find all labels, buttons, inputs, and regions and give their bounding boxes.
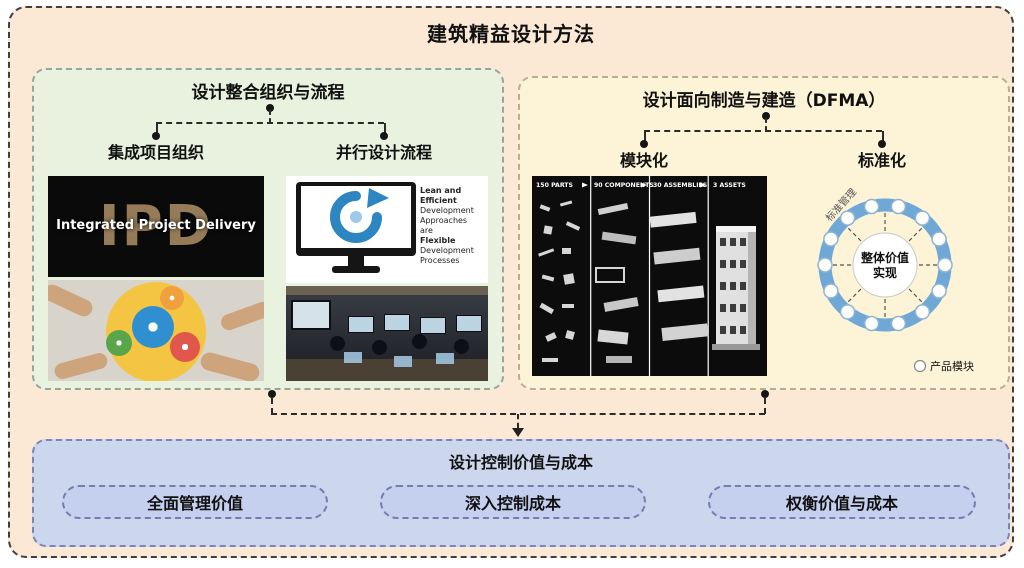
connector-line [384, 123, 386, 134]
photo-detail [384, 314, 410, 331]
left-panel-title: 设计整合组织与流程 [191, 83, 345, 103]
photo-detail [412, 334, 427, 349]
caption-line: Development [420, 246, 474, 255]
connector-line [764, 398, 766, 414]
photo-detail [286, 359, 488, 381]
caption-line: Processes [420, 256, 460, 265]
lean-caption: Lean and Efficient Development Approache… [420, 186, 486, 266]
label-concurrent-design-process: 并行设计流程 [335, 143, 432, 162]
label-modularization: 模块化 [619, 151, 668, 170]
connector-line [271, 398, 273, 414]
connector-dot [761, 390, 769, 398]
connector-line [269, 110, 271, 123]
photo-detail [372, 340, 387, 355]
monitor-screen [301, 186, 411, 248]
pill-manage-value: 全面管理价值 [62, 485, 328, 519]
connector-line [156, 123, 158, 134]
photo-detail [454, 339, 469, 354]
product-module-dots [817, 198, 953, 332]
photo-detail [286, 286, 488, 295]
components-shapes [595, 202, 639, 363]
arrow-down-icon [512, 428, 524, 437]
photo-detail [348, 316, 374, 333]
arrow-right-icon [582, 182, 706, 188]
right-panel-title: 设计面向制造与建造（DFMA） [642, 91, 886, 111]
photo-detail [436, 353, 454, 364]
legend-label: 产品模块 [930, 359, 974, 373]
caption-line: Approaches [420, 216, 468, 225]
connector-line [882, 131, 884, 142]
caption-line: are [420, 226, 433, 235]
stage-label-components: 90 COMPONENTS [594, 182, 654, 189]
outer-frame: 建筑精益设计方法 设计整合组织与流程 集成项目组织 并行设计流程 IPD Int… [8, 6, 1014, 558]
photo-detail [218, 299, 264, 333]
ring-center-circle [852, 232, 918, 298]
pill-control-cost: 深入控制成本 [380, 485, 646, 519]
dfma-modules-image: 150 PARTS 90 COMPONENTS 30 ASSEMBLIES 3 … [532, 176, 767, 376]
meeting-room-photo [286, 286, 488, 381]
connector-dot [152, 132, 160, 140]
ring-center-text: 实现 [873, 265, 897, 280]
stage-label-assets: 3 ASSETS [713, 182, 746, 189]
lean-process-monitor-image: Lean and Efficient Development Approache… [286, 176, 488, 283]
circular-arrow-icon [330, 188, 389, 243]
teamwork-gears-photo [48, 280, 264, 381]
photo-detail [291, 300, 331, 330]
connector-dot [762, 112, 770, 120]
assemblies-shapes [649, 211, 709, 342]
ring-spokes [833, 213, 937, 317]
connector-dot [380, 132, 388, 140]
connector-dot [266, 104, 274, 112]
connector-line [517, 414, 519, 428]
caption-line: Flexible [420, 236, 456, 245]
photo-detail [344, 352, 362, 363]
stage-label-assemblies: 30 ASSEMBLIES [653, 182, 707, 189]
connector-line [765, 118, 767, 131]
photo-detail [420, 317, 446, 334]
gear-icon [170, 332, 200, 362]
gear-icon [132, 306, 174, 348]
gear-icon [106, 330, 132, 356]
label-standardization: 标准化 [857, 151, 906, 170]
connector-dot [640, 140, 648, 148]
bottom-panel-title: 设计控制价值与成本 [448, 453, 593, 472]
photo-detail [330, 336, 345, 351]
photo-detail [394, 356, 412, 367]
connector-line [644, 130, 882, 132]
gear-icon [160, 286, 184, 310]
monitor-stand [348, 256, 364, 266]
parts-shapes [538, 200, 581, 362]
legend-dot-icon [913, 359, 927, 373]
connector-dot [268, 390, 276, 398]
monitor-base [332, 266, 380, 273]
caption-line: Lean and Efficient [420, 186, 462, 205]
stage-label-parts: 150 PARTS [536, 182, 573, 189]
column-divider [590, 176, 709, 376]
caption-line: Development [420, 206, 474, 215]
connector-dot [878, 140, 886, 148]
photo-detail [456, 315, 482, 332]
ring-center-text: 整体价值 [860, 250, 909, 265]
standardization-ring-diagram: 整体价值 实现 标准管理 产品模块 [817, 186, 974, 373]
photo-detail [52, 351, 110, 381]
photo-detail [198, 350, 262, 381]
ipd-acronym-text: IPD [98, 194, 214, 259]
pill-balance-value-cost: 权衡价值与成本 [708, 485, 976, 519]
panel-dfma: 设计面向制造与建造（DFMA） 模块化 标准化 150 PARTS 90 COM… [518, 76, 1010, 390]
connector-line [156, 122, 384, 124]
panel-design-integration: 设计整合组织与流程 集成项目组织 并行设计流程 IPD Integrated P… [32, 68, 504, 390]
label-integrated-project-org: 集成项目组织 [107, 143, 204, 162]
building-shape [712, 226, 760, 350]
photo-detail [48, 281, 96, 320]
page-title: 建筑精益设计方法 [427, 22, 595, 46]
ipd-phrase-text: Integrated Project Delivery [56, 218, 256, 233]
ipd-photo: IPD Integrated Project Delivery [48, 176, 264, 277]
connector-line [644, 131, 646, 142]
panel-value-cost-control: 设计控制价值与成本 全面管理价值 深入控制成本 权衡价值与成本 [32, 439, 1010, 547]
